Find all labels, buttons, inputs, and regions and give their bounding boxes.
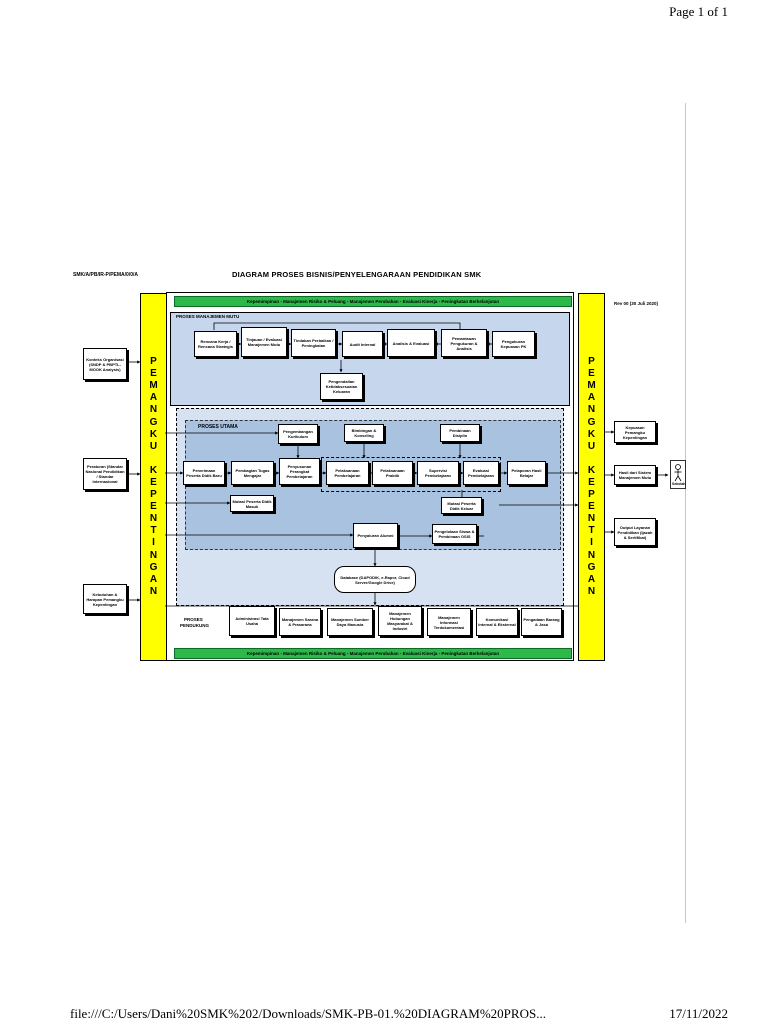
- stakeholder-letter: G: [149, 416, 158, 428]
- left-doc-needs: Kebutuhan & Harapan Pemangku Kepentingan: [83, 584, 127, 614]
- right-doc-output: Output Layanan Pendidikan (Ijazah & Sert…: [614, 518, 656, 546]
- stakeholder-letter: N: [149, 549, 158, 561]
- print-date: 17/11/2022: [669, 1006, 728, 1021]
- box-pengendalian-ketidaksesuaian: Pengendalian Ketidaksesuaian Keluaran: [320, 373, 363, 400]
- section-label-pendukung-line2: PENDUKUNG: [180, 623, 210, 628]
- box-rencana-kerja: Rencana Kerja / Rencana Strategis: [194, 331, 237, 357]
- box-pemantauan-pengukuran: Pemantauan Pengukuran & Analisis: [441, 329, 487, 357]
- page-edge-divider: [685, 103, 686, 923]
- box-administrasi-tu: Administrasi Tata Usaha: [229, 606, 275, 636]
- box-pengukuran-kepuasan: Pengukuran Kepuasan PK: [492, 331, 535, 357]
- learning-group: [321, 457, 501, 492]
- quality-management-section: [170, 312, 570, 406]
- box-analisis-evaluasi: Analisis & Evaluasi: [387, 329, 435, 357]
- stakeholder-letter: A: [149, 392, 158, 404]
- box-perangkat-pembelajaran: Penyusunan Perangkat Pembelajaran: [279, 458, 320, 485]
- stakeholder-letter: P: [588, 489, 595, 501]
- box-pelaporan-hasil: Pelaporan Hasil Belajar: [507, 461, 546, 485]
- file-path: file:///C:/Users/Dani%20SMK%202/Download…: [70, 1006, 546, 1021]
- section-label-utama: PROSES UTAMA: [198, 424, 238, 430]
- stakeholder-letter: G: [587, 416, 596, 428]
- box-tinjauan-manajemen: Tinjauan / Evaluasi Manajemen Mutu: [241, 327, 287, 357]
- revision-label: Rev 00 (30 Juli 2020): [614, 301, 659, 306]
- document-code: SMK/A/PB/IR-P/PEMA/0/0/A: [73, 272, 139, 278]
- stakeholder-letter: E: [588, 368, 595, 380]
- stakeholder-letter: G: [587, 561, 596, 573]
- box-sarana-prasarana: Manajemen Sarana & Prasarana: [279, 608, 321, 636]
- box-pengembangan-kurikulum: Pengembangan Kurikulum: [278, 424, 318, 444]
- diagram-title: DIAGRAM PROSES BISNIS/PENYELENGARAAN PEN…: [232, 270, 482, 279]
- stakeholder-letter: E: [588, 477, 595, 488]
- stakeholder-letter: M: [149, 380, 158, 392]
- box-pelaksanaan-pembelajaran: Pelaksanaan Pembelajaran: [326, 461, 369, 485]
- stakeholder-letter: M: [587, 380, 596, 392]
- box-pembinaan-osis: Pengelolaan Siswa & Pembinaan OSIS: [432, 524, 477, 544]
- stakeholder-letter: N: [587, 585, 596, 597]
- box-evaluasi-pembelajaran: Evaluasi Pembelajaran: [463, 461, 499, 485]
- stakeholder-letter: T: [150, 525, 157, 537]
- stakeholder-letter: E: [150, 501, 157, 513]
- box-mutasi-masuk: Mutasi Peserta Didik Masuk: [230, 495, 274, 512]
- box-komunikasi: Komunikasi Internal & Eksternal: [476, 608, 518, 636]
- stakeholder-letter: E: [588, 501, 595, 513]
- box-pengadaan: Pengadaan Barang & Jasa: [521, 608, 562, 636]
- right-doc-qms-result: Hasil dari Sistem Manajemen Mutu: [614, 465, 656, 485]
- box-penyaluran-alumni: Penyaluran Alumni: [353, 523, 398, 548]
- box-tindakan-perbaikan: Tindakan Perbaikan / Peningkatan: [291, 329, 336, 357]
- stakeholder-letter: I: [152, 537, 155, 549]
- section-label-pendukung-line1: PROSES: [184, 617, 203, 622]
- left-doc-regulation: Peraturan (Standar Nasional Pendidikan /…: [83, 458, 127, 490]
- box-sdm: Manajemen Sumber Daya Manusia: [327, 608, 373, 636]
- stakeholder-letter: K: [587, 464, 596, 476]
- stakeholder-letter: N: [587, 549, 596, 561]
- green-bar-bottom: Kepemimpinan - Manajemen Risiko & Peluan…: [174, 648, 572, 659]
- stakeholder-letter: A: [587, 392, 596, 404]
- stakeholder-letter: A: [587, 573, 596, 585]
- stakeholder-letter: I: [590, 537, 593, 549]
- stakeholder-letter: P: [588, 356, 595, 368]
- stakeholder-letter: P: [150, 489, 157, 501]
- box-pembinaan-disiplin: Pembinaan Disiplin: [440, 424, 480, 442]
- green-bar-top: Kepemimpinan - Manajemen Risiko & Peluan…: [174, 296, 572, 307]
- section-label-mutu: PROSES MANAJEMEN MUTU: [176, 314, 240, 319]
- stakeholder-letter: U: [587, 440, 596, 452]
- box-informasi-terdokumentasi: Manajemen Informasi Terdokumentasi: [427, 608, 471, 636]
- box-supervisi: Supervisi Pembelajaran: [417, 461, 459, 485]
- database-cylinder: Database (DAPODIK, e-Rapor, Cloud Server…: [334, 566, 416, 593]
- actor-label: Sekolah: [672, 482, 686, 486]
- stakeholder-letter: P: [150, 356, 157, 368]
- stakeholder-letter: N: [587, 513, 596, 525]
- right-doc-satisfaction: Kepuasan Pemangku Kepentingan: [614, 421, 656, 443]
- stakeholder-letter: G: [149, 561, 158, 573]
- stakeholder-letter: N: [149, 404, 158, 416]
- stakeholder-letter: K: [149, 464, 158, 476]
- box-pelaksanaan-praktik: Pelaksanaan Praktik: [372, 461, 413, 485]
- box-mutasi-keluar: Mutasi Peserta Didik Keluar: [441, 497, 482, 514]
- left-doc-context: Konteks Organisasi (SNDP & PBPTL-MOOK An…: [83, 348, 127, 380]
- box-audit-internal: Audit Internal: [342, 331, 383, 357]
- section-label-pendukung: PROSES PENDUKUNG: [180, 617, 209, 629]
- stakeholder-letter: N: [149, 513, 158, 525]
- stakeholder-letter: N: [149, 585, 158, 597]
- page-number: Page 1 of 1: [669, 4, 728, 19]
- box-bimbingan-konseling: Bimbingan & Konseling: [344, 424, 384, 442]
- stakeholder-letter: E: [150, 368, 157, 380]
- stakeholder-letter: K: [587, 428, 596, 440]
- stakeholder-letter: T: [588, 525, 595, 537]
- box-ppdb: Penerimaan Peserta Didik Baru: [183, 461, 225, 485]
- person-icon: [670, 460, 686, 489]
- stakeholder-letter: N: [587, 404, 596, 416]
- stakeholder-letter: U: [149, 440, 158, 452]
- box-humas-industri: Manajemen Hubungan Masyarakat & Industri: [378, 606, 422, 636]
- stakeholder-letter: K: [149, 428, 158, 440]
- stakeholder-letter: E: [150, 477, 157, 488]
- stakeholder-letter: A: [149, 573, 158, 585]
- box-pembagian-tugas: Pembagian Tugas Mengajar: [231, 461, 274, 485]
